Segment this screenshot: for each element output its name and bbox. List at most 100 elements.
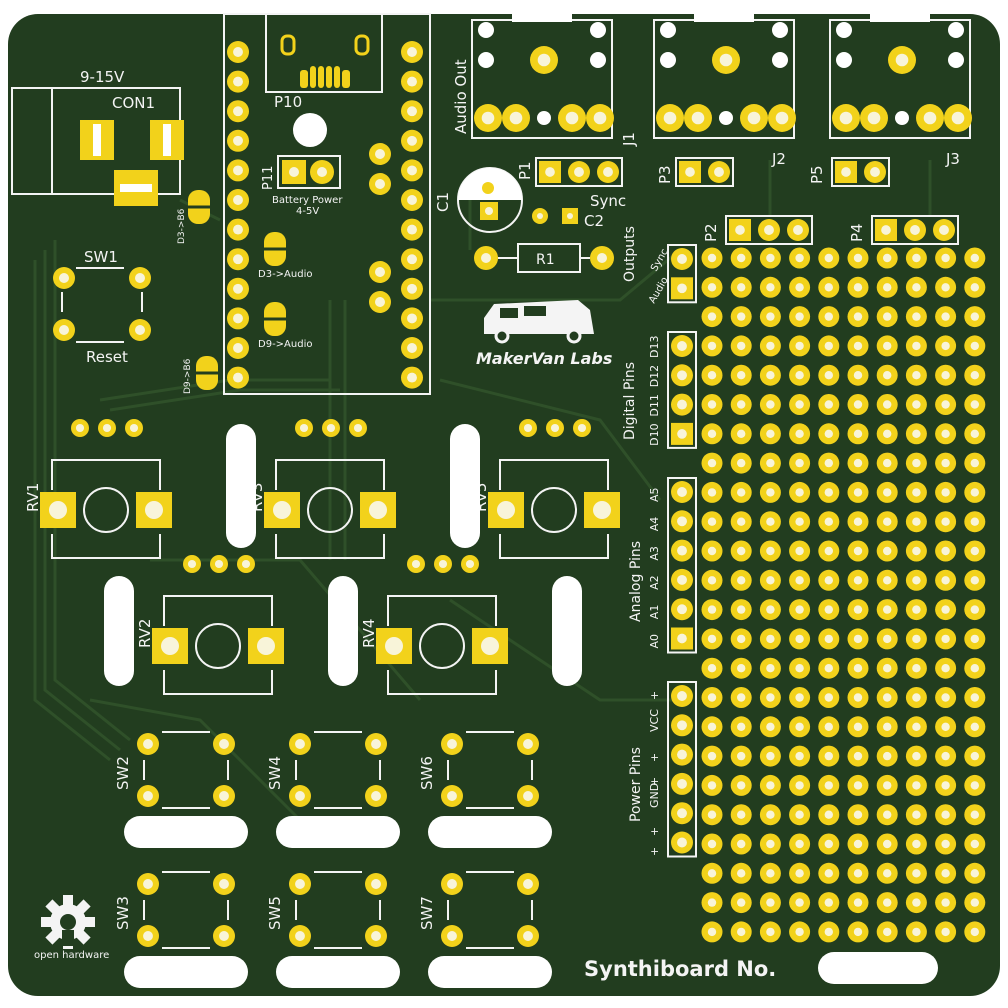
proto-pad-drill [941, 517, 950, 526]
pot-mount-drill [145, 501, 163, 519]
proto-pad-drill [912, 283, 921, 292]
proto-pad-drill [737, 576, 746, 585]
arduino-left-pin-drill [233, 343, 243, 353]
proto-pad-drill [970, 458, 979, 468]
jack-sleeve-pad-drill [775, 111, 789, 125]
analog-header-pin-1-drill [677, 633, 687, 644]
proto-pad-drill [853, 488, 863, 497]
proto-pad-drill [737, 722, 746, 731]
analog-header-pin-drill [677, 604, 687, 615]
switch-pad-drill [143, 931, 153, 941]
analog-pin-name: A5 [648, 487, 661, 502]
jack-tip-pad-drill [537, 53, 551, 67]
proto-pad-drill [941, 869, 950, 878]
proto-pad-drill [795, 546, 804, 556]
proto-pad-drill [795, 693, 804, 702]
pot-mount-drill [273, 501, 291, 519]
p5-label: P5 [808, 165, 826, 184]
proto-pad-drill [883, 341, 892, 351]
c2-label: C2 [584, 212, 604, 230]
proto-pad-drill [853, 927, 863, 937]
digital-pin-name: D11 [648, 394, 661, 416]
proto-pad-drill [941, 341, 950, 351]
p1-header-pin-1-drill [545, 167, 555, 177]
proto-pad-drill [941, 371, 950, 380]
pot-shaft [195, 623, 241, 669]
analog-header-pin-drill [677, 487, 687, 497]
proto-pad-drill [970, 517, 979, 526]
arduino-right-pin-drill [407, 195, 417, 205]
proto-pad-drill [853, 722, 863, 731]
footer-label: Synthiboard No. [584, 957, 776, 981]
switch-pad-drill [295, 879, 305, 889]
proto-pad-drill [853, 546, 863, 556]
proto-pad-drill [824, 839, 833, 849]
p11-outline [277, 155, 341, 189]
battery-power-label: Battery Power [272, 195, 343, 206]
proto-pad-drill [737, 283, 746, 292]
outputs-label: Outputs [622, 226, 638, 282]
proto-pad-drill [853, 400, 863, 409]
proto-pad-drill [766, 810, 775, 819]
switch-pad-drill [143, 791, 153, 801]
proto-pad-drill [707, 400, 717, 409]
proto-pad-drill [824, 898, 833, 907]
proto-pad-drill [795, 634, 804, 644]
jack-hole [478, 52, 494, 68]
usb-pad-left [280, 34, 296, 56]
jack-sleeve-pad-drill [951, 111, 965, 125]
con1-pad-3-drill [120, 184, 152, 192]
proto-pad-drill [912, 576, 921, 585]
proto-pad-drill [707, 546, 717, 556]
proto-pad-drill [853, 693, 863, 702]
proto-pad-drill [707, 634, 717, 644]
analog-header-outline [667, 477, 697, 654]
proto-pad-drill [941, 693, 950, 702]
power-header [667, 681, 697, 858]
proto-pad-drill [737, 751, 746, 761]
proto-pad-drill [824, 283, 833, 292]
proto-pad-drill [970, 283, 979, 292]
proto-pad-drill [941, 664, 950, 673]
proto-pad-drill [795, 927, 804, 937]
digital-pin-name: D12 [648, 365, 661, 387]
proto-pad-drill [795, 898, 804, 907]
resistor-r1 [474, 243, 614, 273]
jack-sleeve-pad-drill [839, 111, 853, 125]
pot-wiper-pad-drill [465, 559, 475, 569]
proto-pad-drill [883, 722, 892, 731]
proto-pad-drill [941, 429, 950, 438]
jumper-d3-b6 [188, 190, 210, 224]
proto-pad-drill [970, 400, 979, 409]
arduino-right-pin-drill [407, 47, 417, 57]
proto-pad-drill [941, 488, 950, 497]
digital-header-pin-drill [677, 341, 687, 351]
proto-pad-drill [795, 341, 804, 351]
arduino-right-pin-drill [407, 135, 417, 146]
proto-pad-drill [883, 253, 892, 263]
pot-mount-drill [481, 637, 499, 655]
p1-header-pin-drill [574, 167, 584, 177]
proto-pad-drill [941, 458, 950, 468]
power-header-pin-drill [677, 778, 687, 789]
proto-pad-drill [883, 429, 892, 438]
switch-pad-drill [447, 931, 457, 941]
proto-pad-drill [853, 634, 863, 644]
proto-pad-drill [824, 664, 833, 673]
proto-pad-drill [853, 810, 863, 819]
proto-pad-drill [912, 722, 921, 731]
proto-pad-drill [824, 576, 833, 585]
jack-sleeve-pad-drill [481, 111, 495, 125]
proto-pad-drill [707, 927, 717, 937]
p3-header [675, 157, 734, 187]
switch-pad-drill [447, 791, 457, 801]
proto-pad-drill [912, 869, 921, 878]
p1-header-pin-drill [603, 167, 613, 177]
arduino-left-pin-drill [233, 224, 243, 235]
arduino-left-pin-drill [233, 135, 243, 146]
proto-pad-drill [941, 810, 950, 819]
usb-pad-right [354, 34, 370, 56]
proto-pad-drill [912, 371, 921, 380]
power-pin-name: GND [648, 783, 661, 808]
p11-label: P11 [261, 166, 276, 190]
